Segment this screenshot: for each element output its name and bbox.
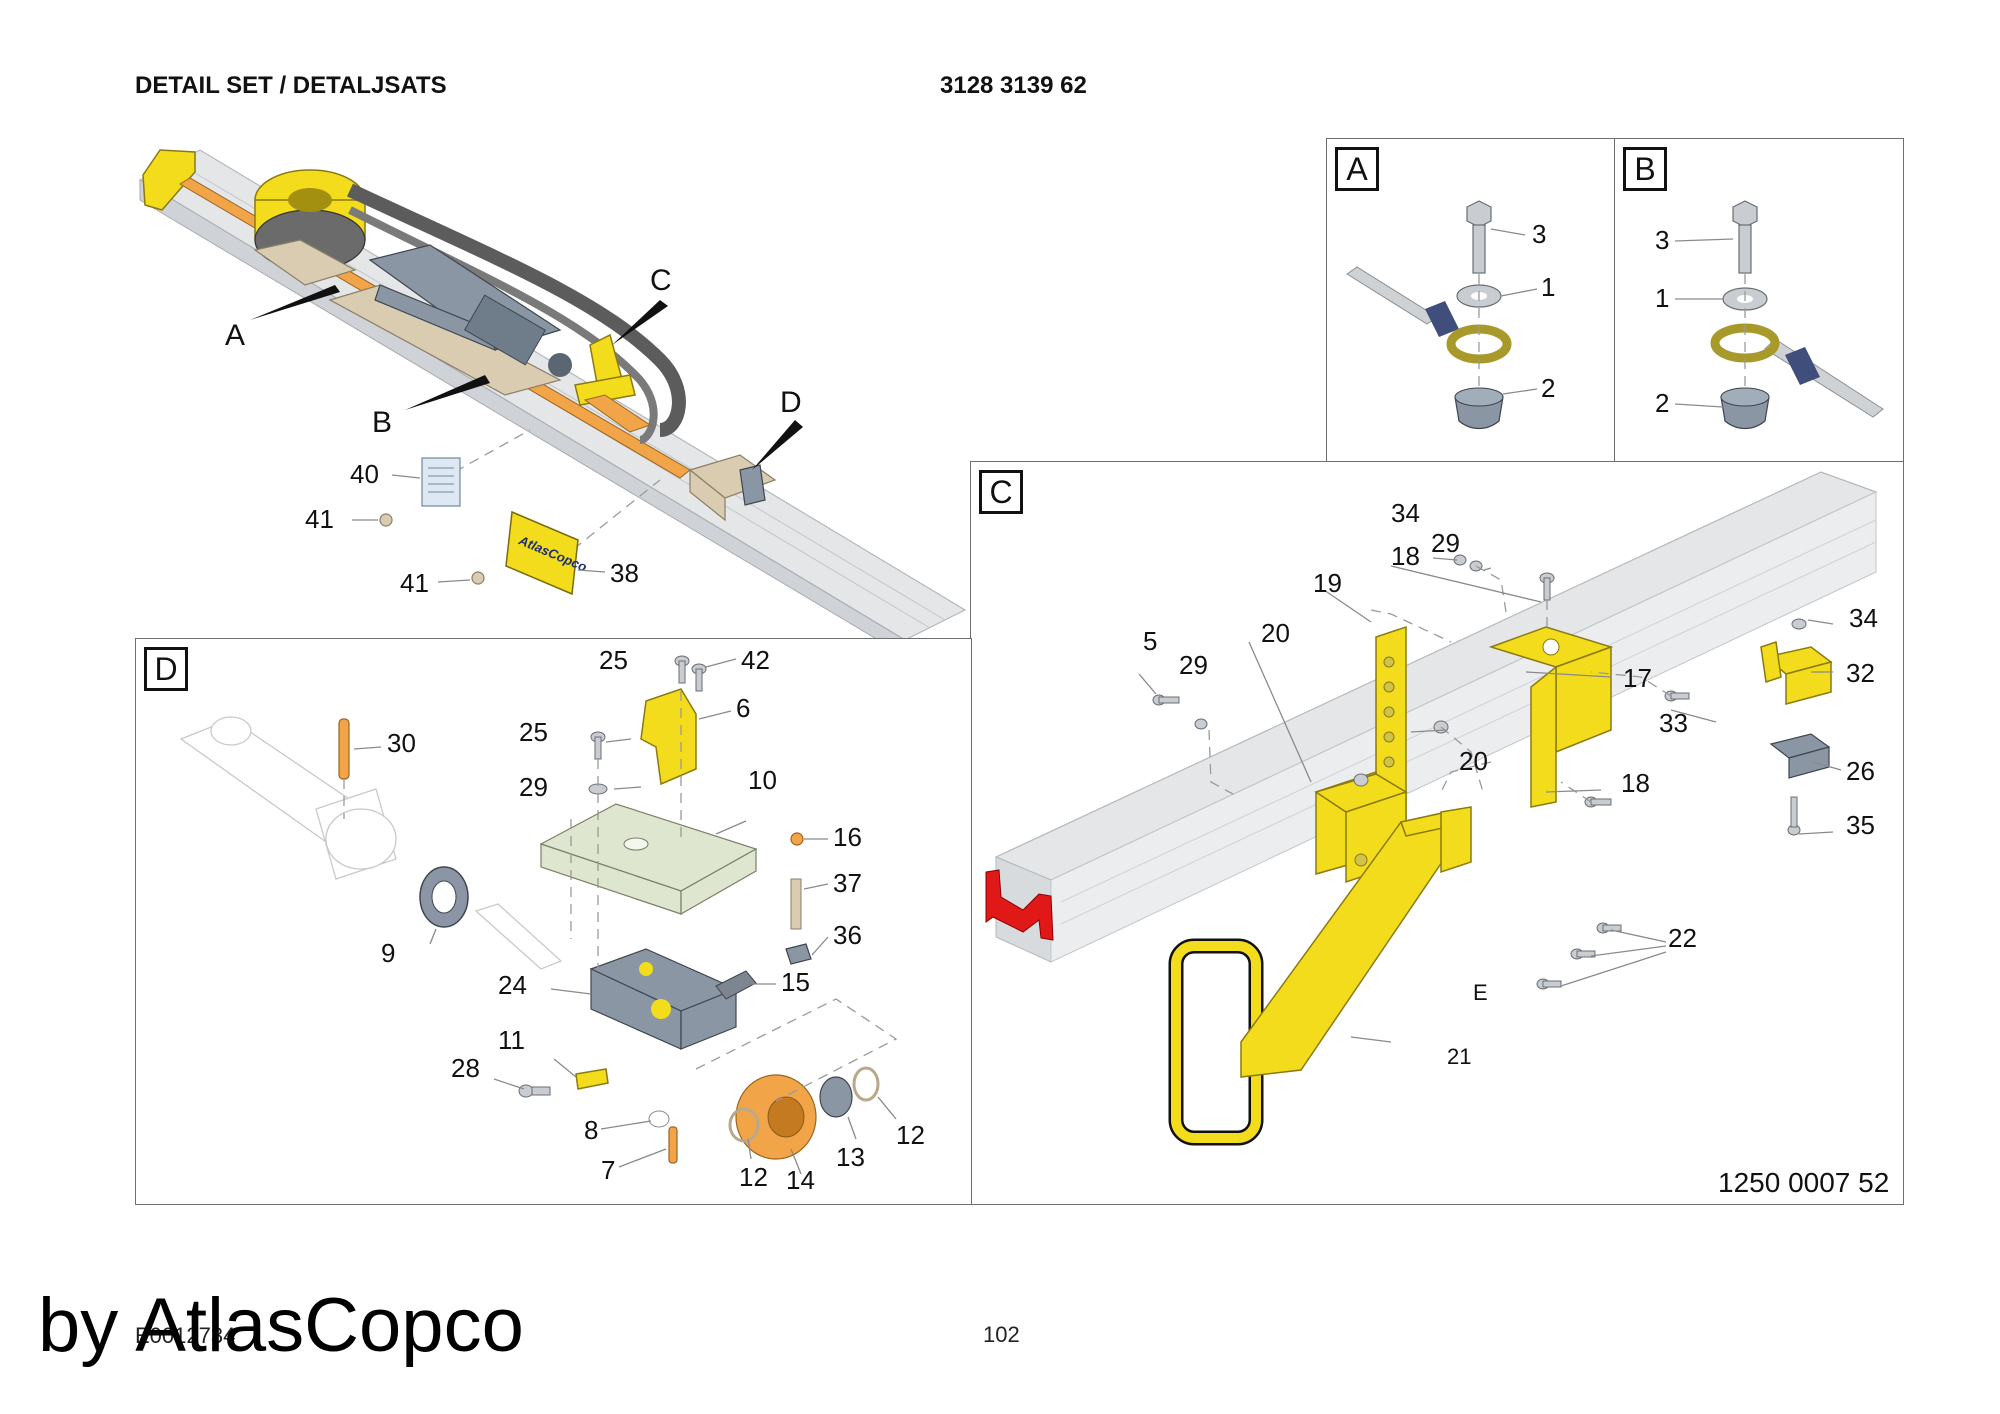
panel-d-part-42: 42 [741, 645, 770, 675]
panel-a-drawing: 3 1 2 [1346, 200, 1555, 430]
panel-d-part-6: 6 [736, 693, 750, 723]
part-label-41b: 41 [400, 568, 429, 598]
detail-panel-d: D [135, 638, 972, 1205]
panel-c-part-19: 19 [1313, 568, 1342, 598]
panel-c-part-29b: 29 [1179, 650, 1208, 680]
panel-d-part-28: 28 [451, 1053, 480, 1083]
panel-c-part-35: 35 [1846, 810, 1875, 840]
panel-c-drawing: 34 29 18 19 5 29 20 20 17 18 34 32 33 26… [985, 471, 1878, 1146]
panel-c-part-26: 26 [1846, 756, 1875, 786]
panel-d-part-13: 13 [836, 1142, 865, 1172]
panel-d-part-12: 12 [739, 1162, 768, 1192]
panel-d-part-25b: 25 [519, 717, 548, 747]
page-title: DETAIL SET / DETALJSATS [135, 72, 447, 99]
drawing-reference-number: 1250 0007 52 [1718, 1167, 1890, 1198]
panel-c-letter-e: E [1473, 980, 1488, 1005]
panel-d-part-37: 37 [833, 868, 862, 898]
panel-b-part-1: 1 [1655, 283, 1669, 313]
panel-b-label: B [1623, 147, 1667, 191]
panel-d-part-16: 16 [833, 822, 862, 852]
panel-d-part-29: 29 [519, 772, 548, 802]
detail-panel-a: A 3 1 2 [1326, 138, 1616, 463]
part-label-40: 40 [350, 459, 379, 489]
panel-d-part-9: 9 [381, 938, 395, 968]
panel-d-part-11: 11 [498, 1025, 525, 1055]
panel-c-part-22: 22 [1668, 923, 1697, 953]
panel-d-part-24: 24 [498, 970, 527, 1000]
panel-c-part-21: 21 [1447, 1044, 1471, 1069]
part-number: 3128 3139 62 [940, 72, 1087, 99]
panel-d-part-12b: 12 [896, 1120, 925, 1150]
document-id: E0012734 [135, 1323, 236, 1348]
panel-c-part-18b: 18 [1621, 768, 1650, 798]
part-label-41: 41 [305, 504, 334, 534]
panel-c-label: C [979, 470, 1023, 514]
watermark: by AtlasCopco [38, 1283, 524, 1368]
panel-a-part-3: 3 [1532, 219, 1546, 249]
page-number: 102 [983, 1322, 1020, 1347]
panel-d-label: D [144, 647, 188, 691]
panel-d-drawing: 25 42 30 25 6 29 10 16 37 36 9 15 24 11 … [179, 645, 925, 1195]
callout-a: A [225, 319, 245, 352]
panel-d-part-7: 7 [601, 1155, 615, 1185]
detail-panel-b: B 3 1 2 [1614, 138, 1904, 463]
panel-d-part-14: 14 [786, 1165, 815, 1195]
panel-c-part-32: 32 [1846, 658, 1875, 688]
callout-d: D [780, 386, 802, 419]
panel-d-part-25: 25 [599, 645, 628, 675]
panel-c-part-34b: 34 [1849, 603, 1878, 633]
panel-d-part-15: 15 [781, 967, 810, 997]
panel-c-part-18: 18 [1391, 541, 1420, 571]
panel-d-part-8: 8 [584, 1115, 598, 1145]
panel-a-part-1: 1 [1541, 272, 1555, 302]
panel-c-part-5: 5 [1143, 626, 1157, 656]
detail-panel-c: C [970, 461, 1904, 1205]
panel-b-part-2: 2 [1655, 388, 1669, 418]
panel-b-part-3: 3 [1655, 225, 1669, 255]
part-label-38: 38 [610, 558, 639, 588]
panel-a-label: A [1335, 147, 1379, 191]
panel-d-part-10: 10 [748, 765, 777, 795]
callout-b: B [372, 406, 392, 439]
panel-d-part-30: 30 [387, 728, 416, 758]
panel-c-part-20b: 20 [1459, 746, 1488, 776]
logo-plate-text: AtlasCopco [516, 532, 589, 574]
panel-c-part-17: 17 [1623, 663, 1652, 693]
callout-c: C [650, 264, 672, 297]
panel-c-part-20: 20 [1261, 618, 1290, 648]
panel-a-part-2: 2 [1541, 373, 1555, 403]
panel-b-drawing: 3 1 2 [1655, 200, 1884, 430]
panel-d-part-36: 36 [833, 920, 862, 950]
panel-c-part-29: 29 [1431, 528, 1460, 558]
panel-c-part-33: 33 [1659, 708, 1688, 738]
panel-c-part-34: 34 [1391, 498, 1420, 528]
